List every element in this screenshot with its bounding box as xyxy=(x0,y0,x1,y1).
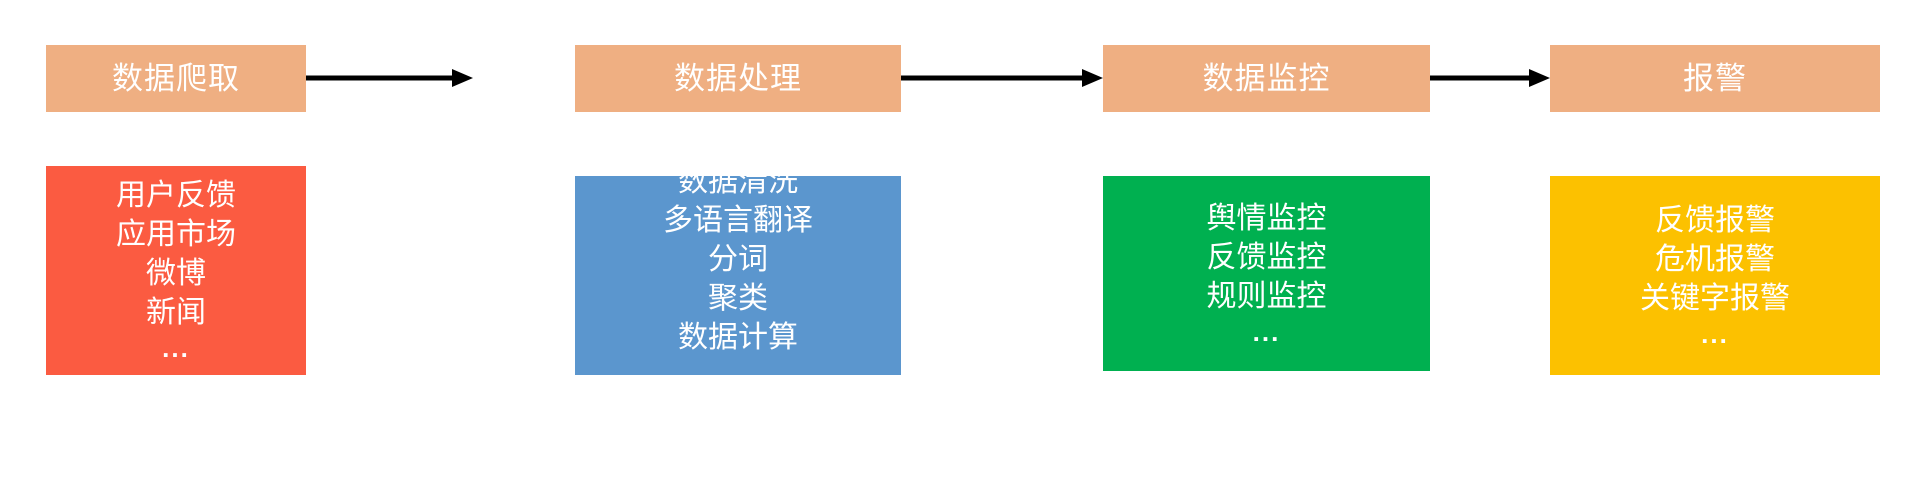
arrow-head xyxy=(452,69,473,87)
list-item-ellipsis: ... xyxy=(1252,316,1281,347)
list-item: 多语言翻译 xyxy=(663,203,813,237)
stage-header-label: 报警 xyxy=(1683,61,1747,96)
stage-header-data-monitoring[interactable]: 数据监控 xyxy=(1103,45,1430,112)
list-item: 微博 xyxy=(146,257,206,291)
list-item: 聚类 xyxy=(708,281,768,315)
list-item: 关键字报警 xyxy=(1640,281,1790,315)
stage-body-data-monitoring[interactable]: 舆情监控 反馈监控 规则监控 ... xyxy=(1103,176,1430,371)
list-item-ellipsis: ... xyxy=(724,357,752,388)
list-item: 危机报警 xyxy=(1655,242,1775,276)
list-item: 应用市场 xyxy=(116,218,236,252)
list-item-ellipsis: ... xyxy=(1701,318,1729,349)
stage-header-data-processing[interactable]: 数据处理 xyxy=(575,45,901,112)
list-item: 反馈报警 xyxy=(1655,203,1775,237)
list-item: 规则监控 xyxy=(1206,279,1327,313)
list-item-ellipsis: ... xyxy=(162,333,190,364)
stage-body-alerting[interactable]: 反馈报警 危机报警 关键字报警 ... xyxy=(1550,176,1880,375)
connector-arrow-2 xyxy=(901,67,1103,89)
arrow-head xyxy=(1529,69,1550,87)
stage-header-data-crawling[interactable]: 数据爬取 xyxy=(46,45,306,112)
stage-header-label: 数据爬取 xyxy=(112,61,240,96)
arrow-head xyxy=(1082,69,1103,87)
connector-arrow-1 xyxy=(306,67,473,89)
stage-header-label: 数据监控 xyxy=(1202,61,1331,96)
list-item: 反馈监控 xyxy=(1206,240,1327,274)
connector-arrow-3 xyxy=(1430,67,1550,89)
list-item: 新闻 xyxy=(146,296,206,330)
list-item: 舆情监控 xyxy=(1206,201,1327,235)
list-item: 数据清洗 xyxy=(678,164,798,198)
stage-header-alerting[interactable]: 报警 xyxy=(1550,45,1880,112)
stage-header-label: 数据处理 xyxy=(674,61,802,96)
list-item: 分词 xyxy=(708,242,768,276)
stage-body-data-crawling[interactable]: 用户反馈 应用市场 微博 新闻 ... xyxy=(46,166,306,375)
list-item: 数据计算 xyxy=(678,320,798,354)
stage-body-data-processing[interactable]: 数据清洗 多语言翻译 分词 聚类 数据计算 ... xyxy=(575,165,901,388)
list-item: 用户反馈 xyxy=(116,179,236,213)
